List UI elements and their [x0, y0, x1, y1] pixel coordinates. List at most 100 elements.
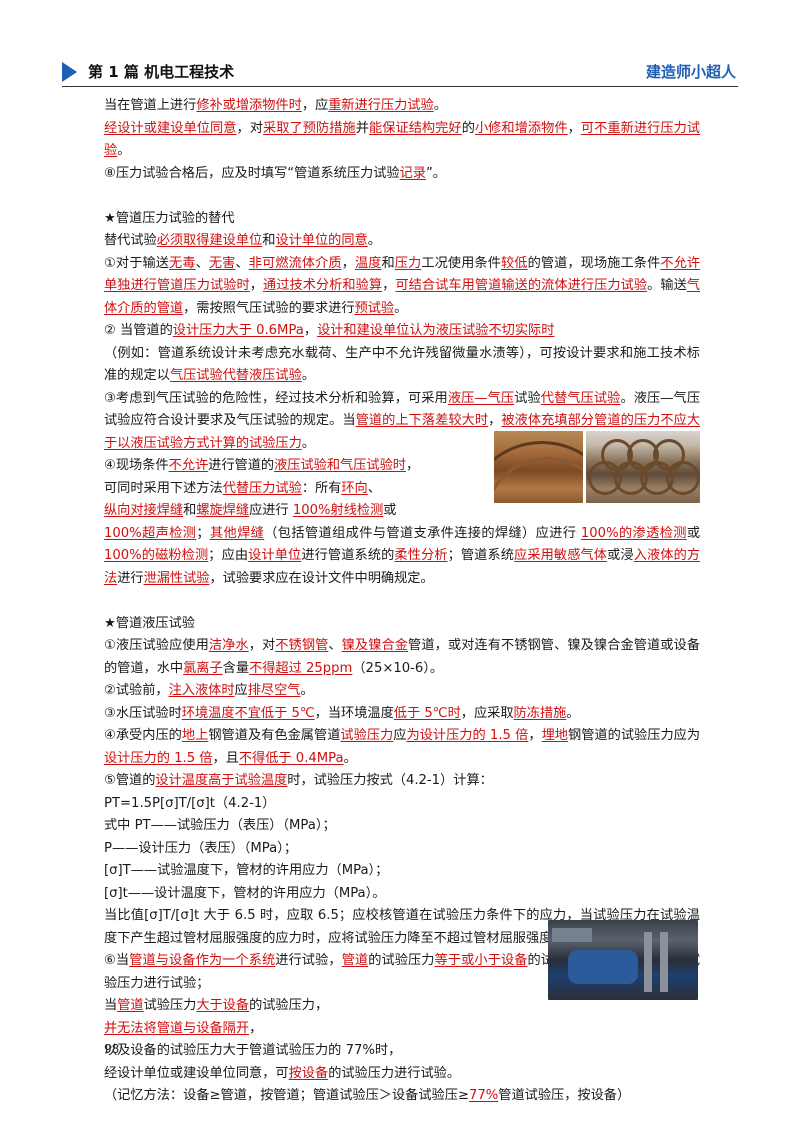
- text-run: 。: [433, 98, 447, 113]
- emphasized-text: 100%超声检测: [104, 525, 197, 541]
- text-run: ，: [303, 323, 318, 338]
- emphasized-text: 必须取得建设单位: [156, 233, 263, 248]
- emphasized-text: 较低: [501, 255, 528, 271]
- text-paragraph: 经设计或建设单位同意，对采取了预防措施并能保证结构完好的小修和增添物件，可不重新…: [104, 118, 700, 163]
- text-run: 进行管道的: [208, 458, 275, 473]
- text-run: ；管道系统: [447, 548, 515, 563]
- text-run: ⑥当: [104, 953, 130, 968]
- text-run: ，应: [301, 98, 329, 113]
- text-paragraph: （例如：管道系统设计未考虑充水载荷、生产中不允许残留微量水渍等），可按设计要求和…: [104, 343, 700, 388]
- pipe-photo-2: [586, 431, 700, 503]
- emphasized-text: 并无法将管道与设备隔开: [104, 1020, 250, 1036]
- text-paragraph: ③水压试验时环境温度不宜低于 5℃，当环境温度低于 5℃时，应采取防冻措施。: [104, 703, 700, 726]
- text-run: 的试验压力，: [249, 998, 329, 1013]
- text-run: ①对于输送: [104, 255, 170, 271]
- emphasized-text: 液压—气压: [447, 390, 515, 406]
- emphasized-text: 设计压力大于 0.6MPa: [172, 323, 304, 338]
- text-paragraph: 经设计单位或建设单位同意，可按设备的试验压力进行试验。: [104, 1063, 532, 1086]
- emphasized-text: 管道与设备作为一个系统: [129, 953, 276, 968]
- emphasized-text: 泄漏性试验: [143, 570, 210, 586]
- page-number: 98: [104, 1042, 120, 1056]
- text-run: 并: [355, 120, 369, 136]
- text-run: [σ]t——设计温度下，管材的许用应力（MPa）。: [104, 885, 386, 901]
- emphasized-text: 无害: [208, 255, 236, 271]
- emphasized-text: 小修和增添物件: [474, 120, 568, 136]
- emphasized-text: 排尽空气: [247, 683, 301, 698]
- text-run: ，对: [248, 638, 276, 653]
- blank-line: [104, 590, 700, 613]
- text-paragraph: 100%超声检测；其他焊缝（包括管道组成件与管道支承件连接的焊缝）应进行 100…: [104, 523, 700, 591]
- text-run: ② 当管道的: [104, 323, 173, 338]
- text-run: 、: [367, 480, 381, 496]
- text-run: ，: [249, 1020, 263, 1036]
- text-run: （记忆方法：设备≥管道，按管道；管道试验压＞设备试验压≥: [104, 1088, 469, 1103]
- emphasized-text: 修补或增添物件时: [196, 98, 302, 113]
- text-run: （包括管道组成件与管道支承件连接的焊缝）应进行: [264, 525, 581, 541]
- emphasized-text: 非可燃流体介质: [248, 255, 342, 271]
- text-run: 应: [393, 728, 407, 743]
- text-paragraph: 当在管道上进行修补或增添物件时，应重新进行压力试验。: [104, 95, 700, 118]
- paragraph-block-2: 100%超声检测；其他焊缝（包括管道组成件与管道支承件连接的焊缝）应进行 100…: [104, 523, 700, 996]
- text-run: 。: [566, 705, 580, 721]
- emphasized-text: 代替压力试验: [222, 480, 302, 496]
- text-paragraph: 式中 PT——试验压力（表压）（MPa）；: [104, 815, 700, 838]
- text-run: ④承受内压的: [104, 728, 182, 743]
- text-run: ①液压试验应使用: [104, 638, 209, 653]
- emphasized-text: 预试验: [354, 300, 395, 316]
- emphasized-text: 无毒: [169, 255, 196, 271]
- emphasized-text: 经设计或建设单位同意: [104, 120, 237, 136]
- text-run: 试验: [514, 390, 541, 406]
- emphasized-text: 柔性分析: [394, 548, 448, 563]
- emphasized-text: 为设计压力的 1.5 倍: [406, 728, 529, 743]
- paragraph-block-narrow: ④现场条件不允许进行管道的液压试验和气压试验时，可同时采用下述方法代替压力试验：…: [104, 455, 486, 523]
- text-run: ，: [528, 728, 542, 743]
- text-paragraph: ④承受内压的地上钢管道及有色金属管道试验压力应为设计压力的 1.5 倍，埋地钢管…: [104, 725, 700, 770]
- text-run: 、: [328, 638, 342, 653]
- text-run: PT=1.5P[σ]T/[σ]t（4.2-1）: [104, 795, 276, 811]
- text-paragraph: ④现场条件不允许进行管道的液压试验和气压试验时，: [104, 455, 486, 478]
- emphasized-text: 按设备: [288, 1065, 329, 1081]
- text-run: 。: [343, 750, 357, 766]
- emphasized-text: 大于设备: [196, 998, 250, 1013]
- header-rule: [62, 86, 738, 87]
- emphasized-text: 不得超过 25ppm: [249, 660, 353, 676]
- text-run: 管道试验压，按设备）: [498, 1088, 631, 1103]
- emphasized-text: 防冻措施: [513, 705, 567, 721]
- emphasized-text: 温度: [354, 255, 382, 271]
- text-run: 可同时采用下述方法: [104, 480, 223, 496]
- pipe-photo-1: [494, 431, 583, 503]
- text-paragraph: 当比值[σ]T/[σ]t 大于 6.5 时，应取 6.5；应校核管道在试验压力条…: [104, 905, 700, 950]
- text-run: ④现场条件: [104, 458, 169, 473]
- paragraph-block-3: （记忆方法：设备≥管道，按管道；管道试验压＞设备试验压≥77%管道试验压，按设备…: [104, 1085, 700, 1108]
- page-header: 第 1 篇 机电工程技术 建造师小超人: [62, 60, 738, 87]
- text-run: 当比值[σ]T/[σ]t 大于 6.5 时，应取 6.5；应校核管道在试验压力条…: [104, 908, 700, 946]
- text-run: ，: [382, 278, 396, 293]
- emphasized-text: 压力: [394, 255, 422, 271]
- text-paragraph: ②试验前，注入液体时应排尽空气。: [104, 680, 700, 703]
- text-run: 。液压—气压试验应符合设计要求及气压试验的规定。当: [104, 390, 701, 429]
- text-run: 或: [383, 503, 397, 518]
- emphasized-text: 设计和建设单位认为液压试验不切实际时: [317, 323, 555, 338]
- emphasized-text: 设计单位的同意: [275, 233, 368, 248]
- emphasized-text: 试验压力: [340, 728, 394, 743]
- text-run: 和: [183, 503, 197, 518]
- text-run: 。: [394, 300, 408, 316]
- text-run: ，: [341, 255, 355, 271]
- text-run: 应: [234, 683, 248, 698]
- emphasized-text: 应采用敏感气体: [514, 548, 608, 563]
- part-title: 第 1 篇 机电工程技术: [88, 63, 235, 81]
- emphasized-text: 不锈钢管: [275, 638, 329, 653]
- triangle-marker-icon: [62, 62, 77, 82]
- text-run: 、: [235, 255, 249, 271]
- text-paragraph: [σ]T——试验温度下，管材的许用应力（MPa）；: [104, 860, 700, 883]
- emphasized-text: 代替气压试验: [540, 390, 621, 406]
- text-run: ，试验要求应在设计文件中明确规定。: [209, 570, 434, 586]
- text-run: 时，试验压力按式（4.2-1）计算：: [287, 773, 493, 788]
- text-run: P——设计压力（表压）（MPa）；: [104, 840, 298, 856]
- emphasized-text: 环境温度不宜低于 5℃: [181, 705, 315, 721]
- emphasized-text: 通过技术分析和验算: [262, 278, 383, 293]
- text-run: ”。: [425, 165, 446, 181]
- paragraph-block-narrow-2: 当管道试验压力大于设备的试验压力，并无法将管道与设备隔开，以及设备的试验压力大于…: [104, 995, 532, 1085]
- text-paragraph: ③考虑到气压试验的危险性，经过技术分析和验算，可采用液压—气压试验代替气压试验。…: [104, 388, 700, 456]
- text-run: 进行试验，: [275, 953, 342, 968]
